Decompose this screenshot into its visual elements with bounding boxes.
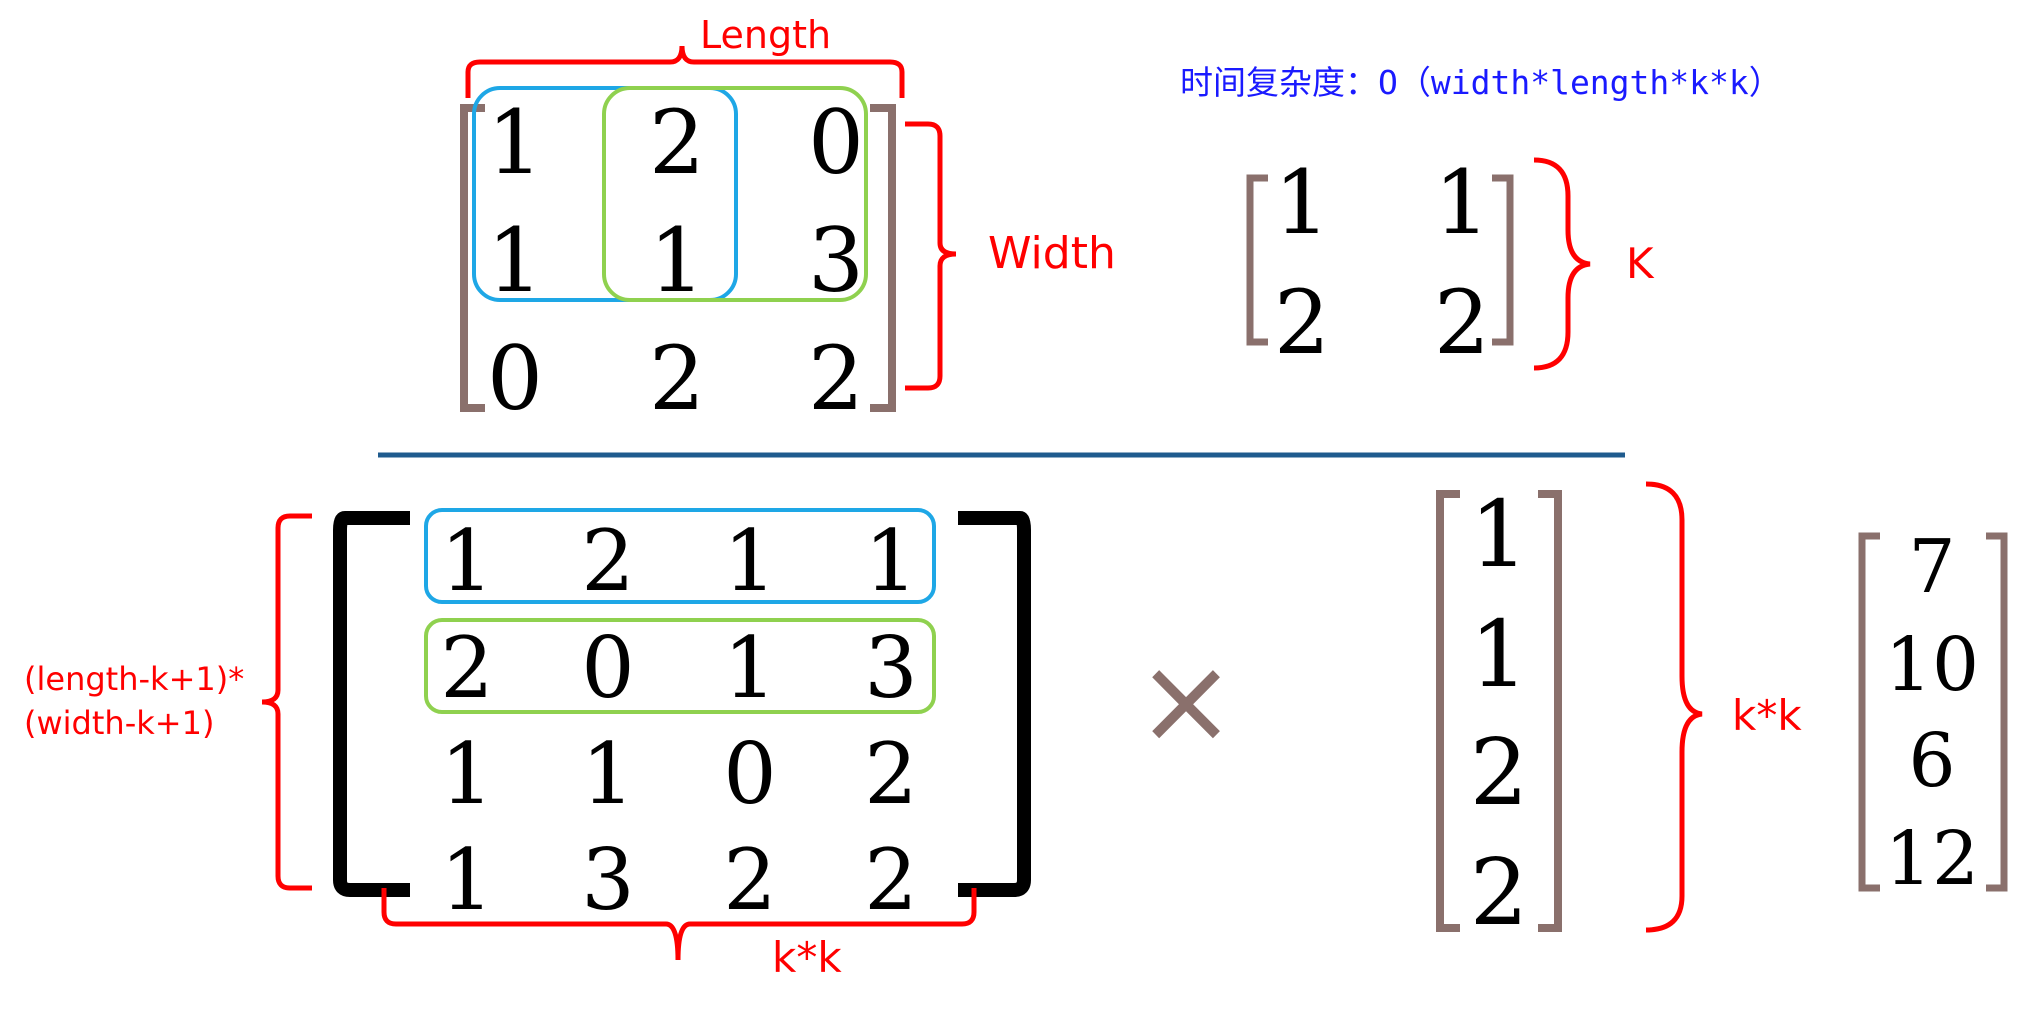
unrolled-cell: 0 (723, 725, 776, 823)
unrolled-cell: 2 (723, 831, 776, 929)
width-label: Width (988, 228, 1116, 279)
unrolled-cell: 2 (864, 831, 917, 929)
kk-bottom-label: k*k (772, 933, 842, 982)
kk-bottom-brace (381, 888, 977, 961)
input-cell: 2 (808, 327, 864, 430)
kernel-right-bracket (1492, 174, 1514, 346)
input-cell: 0 (487, 327, 543, 430)
rows-brace (261, 513, 312, 891)
window-blue-highlight (472, 86, 738, 302)
unrolled-cell: 1 (864, 512, 917, 610)
unrolled-right-bracket (958, 511, 1031, 897)
row-green-highlight (424, 618, 936, 714)
result-cell: 10 (1885, 622, 1979, 708)
input-cell: 1 (487, 209, 543, 312)
kernel-vector-left-bracket (1436, 490, 1460, 932)
rows-label-line2: (width-k+1) (24, 704, 214, 742)
kernel-vector: 1 1 2 2 (1436, 481, 1562, 946)
unrolled-cell: 1 (581, 725, 634, 823)
kernel-vector-cell: 2 (1470, 719, 1529, 826)
input-cell: 1 (487, 91, 543, 194)
complexity-text: 时间复杂度：O（width*length*k*k） (1180, 63, 1782, 102)
times-sign: × (1136, 632, 1237, 771)
kernel-vector-cell: 1 (1470, 481, 1529, 588)
result-vector: 7 10 6 12 (1858, 524, 2008, 902)
result-cell: 7 (1908, 524, 1955, 610)
window-green-highlight (602, 86, 868, 302)
unrolled-cell: 1 (723, 512, 776, 610)
input-cell: 2 (649, 91, 705, 194)
unrolled-cell: 2 (440, 619, 493, 717)
input-matrix-right-bracket (870, 104, 896, 412)
length-label: Length (700, 13, 831, 57)
kernel-matrix: 1 1 2 2 (1246, 151, 1514, 374)
kernel-cell: 1 (1434, 151, 1490, 254)
kernel-left-bracket (1246, 174, 1268, 346)
k-label: K (1626, 239, 1655, 288)
input-cell: 0 (808, 91, 864, 194)
rows-label-line1: (length-k+1)* (24, 660, 244, 698)
unrolled-cell: 1 (440, 831, 493, 929)
unrolled-cell: 1 (723, 619, 776, 717)
input-cell: 3 (808, 209, 864, 312)
kk-right-label: k*k (1732, 691, 1802, 740)
unrolled-cell: 1 (440, 725, 493, 823)
input-matrix: 1 2 0 1 1 3 0 2 2 (460, 86, 896, 430)
kernel-vector-right-bracket (1538, 490, 1562, 932)
length-brace (465, 45, 905, 98)
unrolled-cell: 2 (864, 725, 917, 823)
width-brace (905, 121, 957, 391)
unrolled-left-bracket (333, 511, 410, 897)
result-left-bracket (1858, 532, 1880, 892)
result-right-bracket (1986, 532, 2008, 892)
unrolled-cell: 0 (581, 619, 634, 717)
input-cell: 2 (649, 327, 705, 430)
input-cell: 1 (649, 209, 705, 312)
k-brace (1533, 157, 1591, 371)
kernel-cell: 2 (1434, 271, 1490, 374)
row-blue-highlight (424, 508, 936, 604)
result-cell: 6 (1908, 718, 1955, 804)
unrolled-cell: 1 (440, 512, 493, 610)
unrolled-cell: 3 (581, 831, 634, 929)
kernel-cell: 1 (1274, 151, 1330, 254)
kk-right-brace (1645, 481, 1703, 933)
unrolled-cell: 2 (581, 512, 634, 610)
kernel-vector-cell: 1 (1470, 601, 1529, 708)
unrolled-matrix: 1 2 1 1 2 0 1 3 1 1 0 2 1 3 2 2 (333, 508, 1031, 929)
kernel-cell: 2 (1274, 271, 1330, 374)
result-cell: 12 (1885, 816, 1979, 902)
kernel-vector-cell: 2 (1470, 839, 1529, 946)
unrolled-cell: 3 (864, 619, 917, 717)
